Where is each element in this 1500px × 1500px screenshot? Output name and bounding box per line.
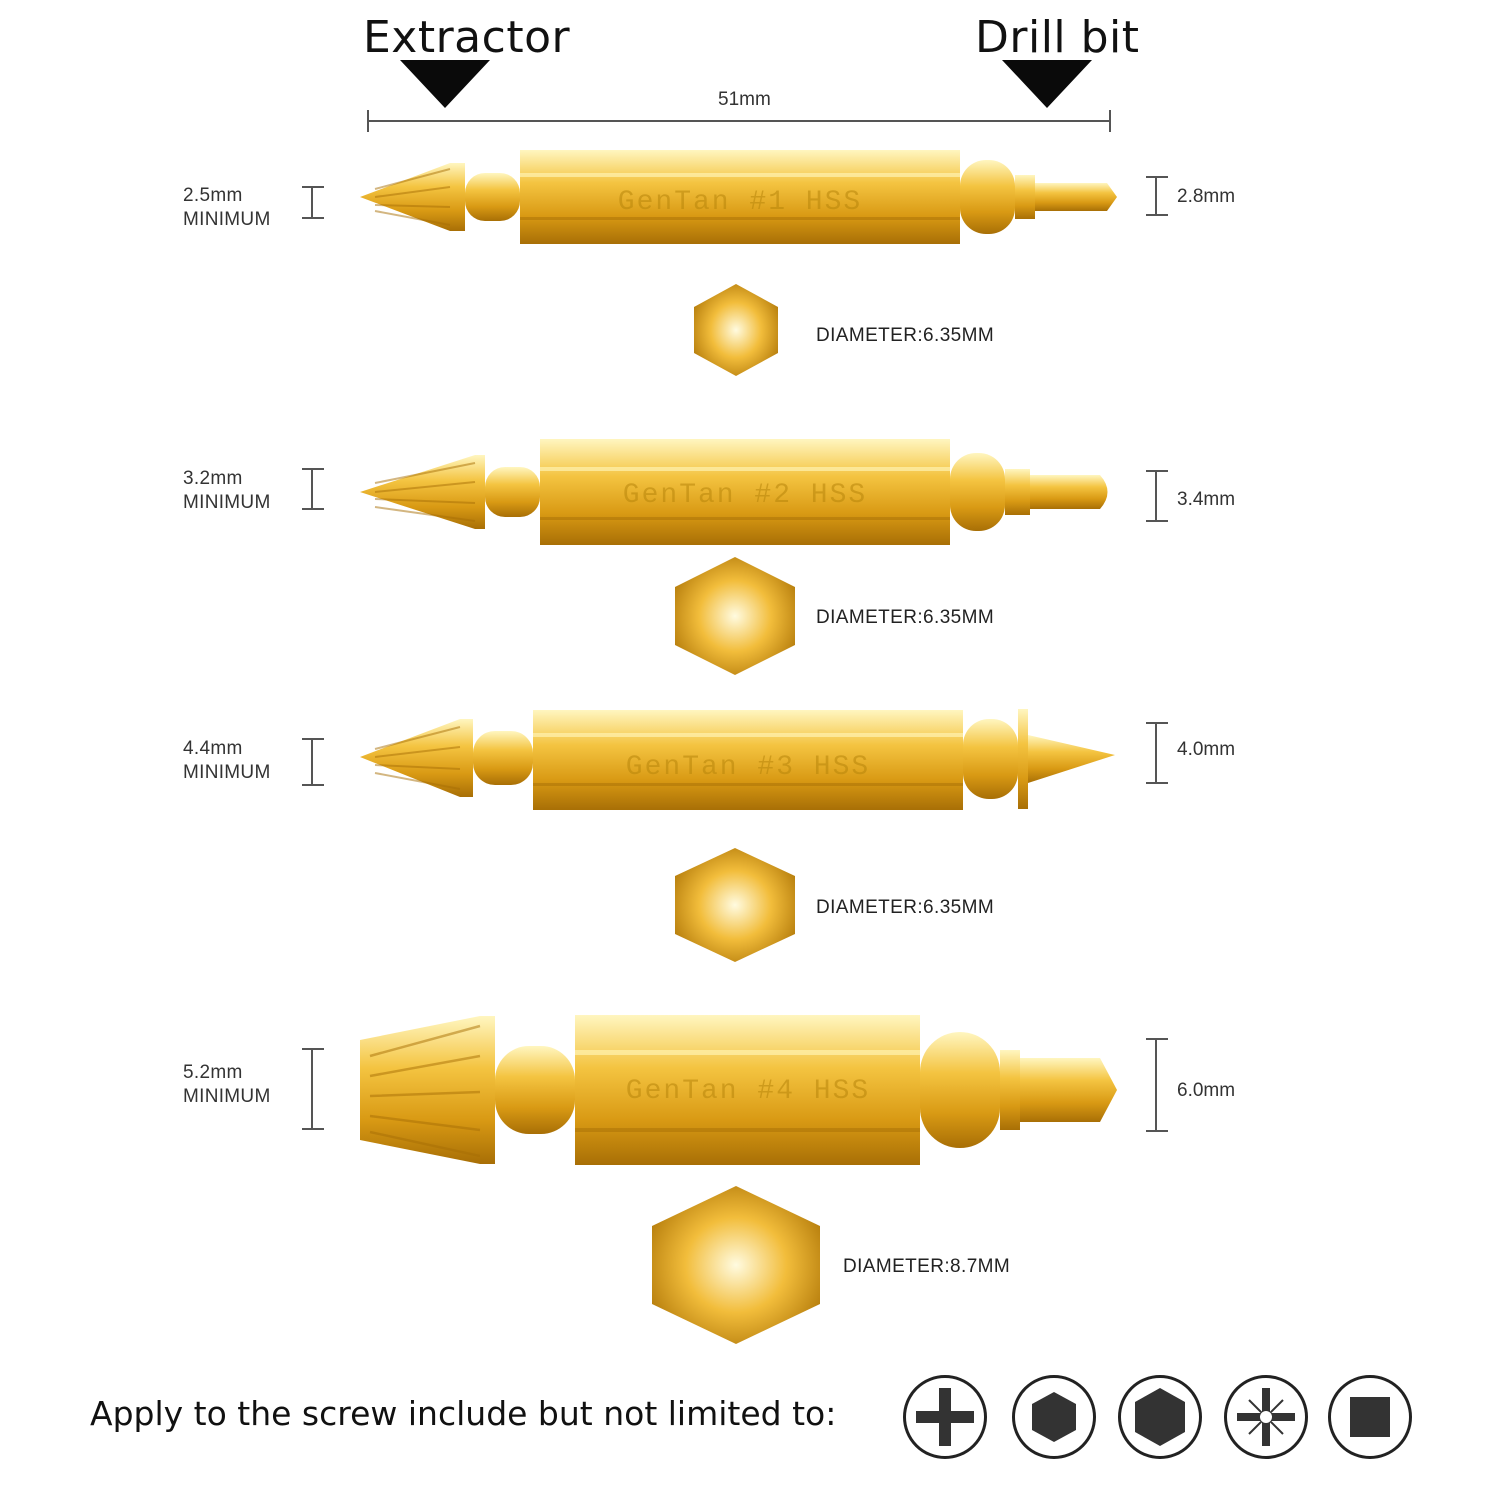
bit-2-drill-size: 3.4mm: [1177, 489, 1236, 510]
bit-1-extractor-bracket: [302, 186, 324, 219]
bit-4-extractor-size-value: 5.2mm: [183, 1062, 243, 1083]
bit-3-drill-size: 4.0mm: [1177, 739, 1236, 760]
bit-4-engraving: GenTan #4 HSS: [626, 1076, 870, 1107]
bit-2-hex-shank: [540, 439, 950, 545]
bit-2-image: GenTan #2 HSS: [360, 439, 1108, 545]
bit-2-extractor-bracket: [302, 468, 324, 510]
bit-4-image: GenTan #4 HSS: [360, 1015, 1117, 1165]
bit-3-extractor-size: 4.4mm MINIMUM: [183, 737, 271, 785]
bit-2-extractor-tip: [360, 455, 485, 529]
bit-2-extractor-note: MINIMUM: [183, 492, 271, 513]
bit-3-extractor-tip: [360, 719, 473, 797]
bit-1-engraving: GenTan #1 HSS: [618, 187, 862, 218]
bit-1-diameter: DIAMETER:6.35MM: [816, 325, 995, 346]
bit-1-extractor-size-value: 2.5mm: [183, 185, 243, 206]
bit-1-extractor-tip: [360, 163, 465, 231]
square-socket-screw-icon: [1328, 1375, 1412, 1459]
bit-1-image: GenTan #1 HSS: [360, 150, 1117, 244]
drill-bit-label: Drill bit: [975, 12, 1140, 63]
bit-4-drill-bracket: [1146, 1038, 1168, 1132]
bit-1-drill-tip: [1035, 183, 1117, 211]
bit-1-hex-shank: [520, 150, 960, 244]
bit-3-diameter: DIAMETER:6.35MM: [816, 897, 995, 918]
bit-4-drill-size: 6.0mm: [1177, 1080, 1236, 1101]
bit-2-drill-tip: [1030, 475, 1108, 509]
drill-bit-pointer-icon: [1002, 60, 1092, 108]
length-dimension-line: [368, 120, 1110, 122]
bit-2-extractor-size: 3.2mm MINIMUM: [183, 467, 271, 515]
bit-4-extractor-tip: [360, 1016, 495, 1164]
hex-socket-screw-icon: [1012, 1375, 1096, 1459]
bit-2-extractor-size-value: 3.2mm: [183, 468, 243, 489]
bit-4-extractor-size: 5.2mm MINIMUM: [183, 1061, 271, 1109]
length-label: 51mm: [718, 89, 771, 110]
bit-3-extractor-note: MINIMUM: [183, 762, 271, 783]
bit-4-hex-cross-section: [652, 1186, 820, 1344]
bit-3-drill-bracket: [1146, 722, 1168, 784]
bit-2-diameter: DIAMETER:6.35MM: [816, 607, 995, 628]
bit-4-diameter: DIAMETER:8.7MM: [843, 1256, 1011, 1277]
phillips-screw-icon: [903, 1375, 987, 1459]
bit-4-extractor-note: MINIMUM: [183, 1086, 271, 1107]
bit-1-hex-cross-section: [694, 284, 778, 376]
length-tick-left: [367, 110, 369, 132]
bit-1-drill-bracket: [1146, 176, 1168, 216]
bit-3-extractor-bracket: [302, 738, 324, 786]
bit-4-drill-tip: [1020, 1058, 1117, 1122]
length-tick-right: [1109, 110, 1111, 132]
compatibility-text: Apply to the screw include but not limit…: [90, 1394, 837, 1433]
bit-3-hex-cross-section: [675, 848, 795, 962]
bit-2-hex-cross-section: [675, 557, 795, 675]
bit-3-image: GenTan #3 HSS: [360, 709, 1115, 810]
bit-3-engraving: GenTan #3 HSS: [626, 752, 870, 783]
bit-3-hex-shank: [533, 710, 963, 810]
bit-4-extractor-bracket: [302, 1048, 324, 1130]
bit-3-drill-tip: [1028, 735, 1115, 783]
bit-1-drill-size: 2.8mm: [1177, 186, 1236, 207]
bit-1-extractor-note: MINIMUM: [183, 209, 271, 230]
bit-4-hex-shank: [575, 1015, 920, 1165]
bit-2-drill-bracket: [1146, 470, 1168, 522]
bit-3-extractor-size-value: 4.4mm: [183, 738, 243, 759]
extractor-label: Extractor: [363, 12, 571, 63]
hex-socket-large-screw-icon: [1118, 1375, 1202, 1459]
extractor-pointer-icon: [400, 60, 490, 108]
bit-1-extractor-size: 2.5mm MINIMUM: [183, 184, 271, 232]
pozidriv-screw-icon: [1224, 1375, 1308, 1459]
bit-2-engraving: GenTan #2 HSS: [623, 480, 867, 511]
